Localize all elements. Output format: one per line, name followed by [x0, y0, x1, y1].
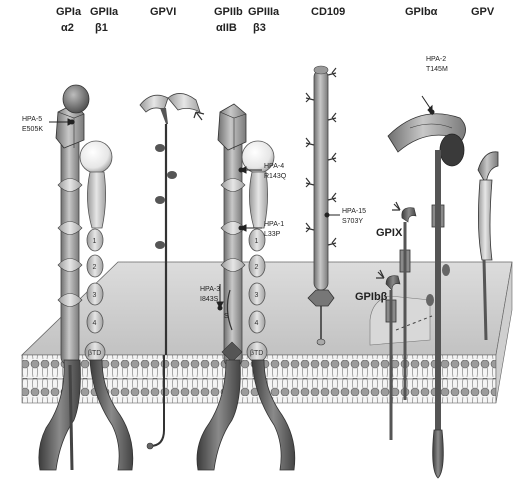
gpiia-egf-4: 4	[93, 320, 97, 327]
gpiib-subunit-label: αIIB	[216, 22, 237, 34]
gpibbeta-label: GPIbβ	[355, 291, 388, 303]
disulfide-label: S	[224, 313, 229, 320]
gpiia-egf-3: 3	[93, 292, 97, 299]
hpa3-label: HPA-3	[200, 286, 220, 293]
gpiiia-egf-2: 2	[255, 264, 259, 271]
gpiiia-egf-3: 3	[255, 292, 259, 299]
hpa5-mutation: E505K	[22, 126, 43, 133]
hpa1-label: HPA-1	[264, 221, 284, 228]
hpa1-mutation: L33P	[264, 231, 281, 238]
gpiia-egf-1: 1	[93, 238, 97, 245]
gpia-i-domain	[63, 85, 89, 113]
gpv-label: GPV	[471, 6, 495, 18]
receptor-labels: GPIa α2 GPIIa β1 GPVI GPIIb αIIB GPIIIa …	[56, 6, 495, 303]
hpa15-label: HPA-15	[342, 208, 366, 215]
hpa4-mutation: R143Q	[264, 173, 287, 180]
hpa2-label: HPA-2	[426, 56, 446, 63]
gpiiia-subunit-label: β3	[253, 22, 266, 34]
cd109-label: CD109	[311, 6, 345, 18]
hpa2-mutation: T145M	[426, 66, 448, 73]
gpiia-label: GPIIa	[90, 6, 119, 18]
hpa3-mutation: I843S	[200, 296, 219, 303]
gpiiia-egf-4: 4	[255, 320, 259, 327]
gpiib-label: GPIIb	[214, 6, 243, 18]
gpiia-egf-2: 2	[93, 264, 97, 271]
gpiiia-label: GPIIIa	[248, 6, 280, 18]
hpa5-label: HPA-5	[22, 116, 42, 123]
gpia-integrin	[39, 85, 89, 470]
hpa4-label: HPA-4	[264, 163, 284, 170]
gpiib-propeller-head	[218, 104, 246, 150]
gpiiia-egf-1: 1	[255, 238, 259, 245]
gpiiia-btd-label: βTD	[250, 350, 263, 357]
gpia-subunit-label: α2	[61, 22, 74, 34]
gpia-label: GPIa	[56, 6, 82, 18]
gpiia-btd-label: βTD	[88, 350, 101, 357]
gpvi-label: GPVI	[150, 6, 176, 18]
gpv-lrr-domain	[478, 152, 498, 184]
gpibalpha-label: GPIbα	[405, 6, 438, 18]
gpix-label: GPIX	[376, 227, 403, 239]
gpiia-i-like-domain	[80, 141, 112, 173]
gpiia-subunit-label: β1	[95, 22, 108, 34]
hpa15-mutation: S703Y	[342, 218, 363, 225]
